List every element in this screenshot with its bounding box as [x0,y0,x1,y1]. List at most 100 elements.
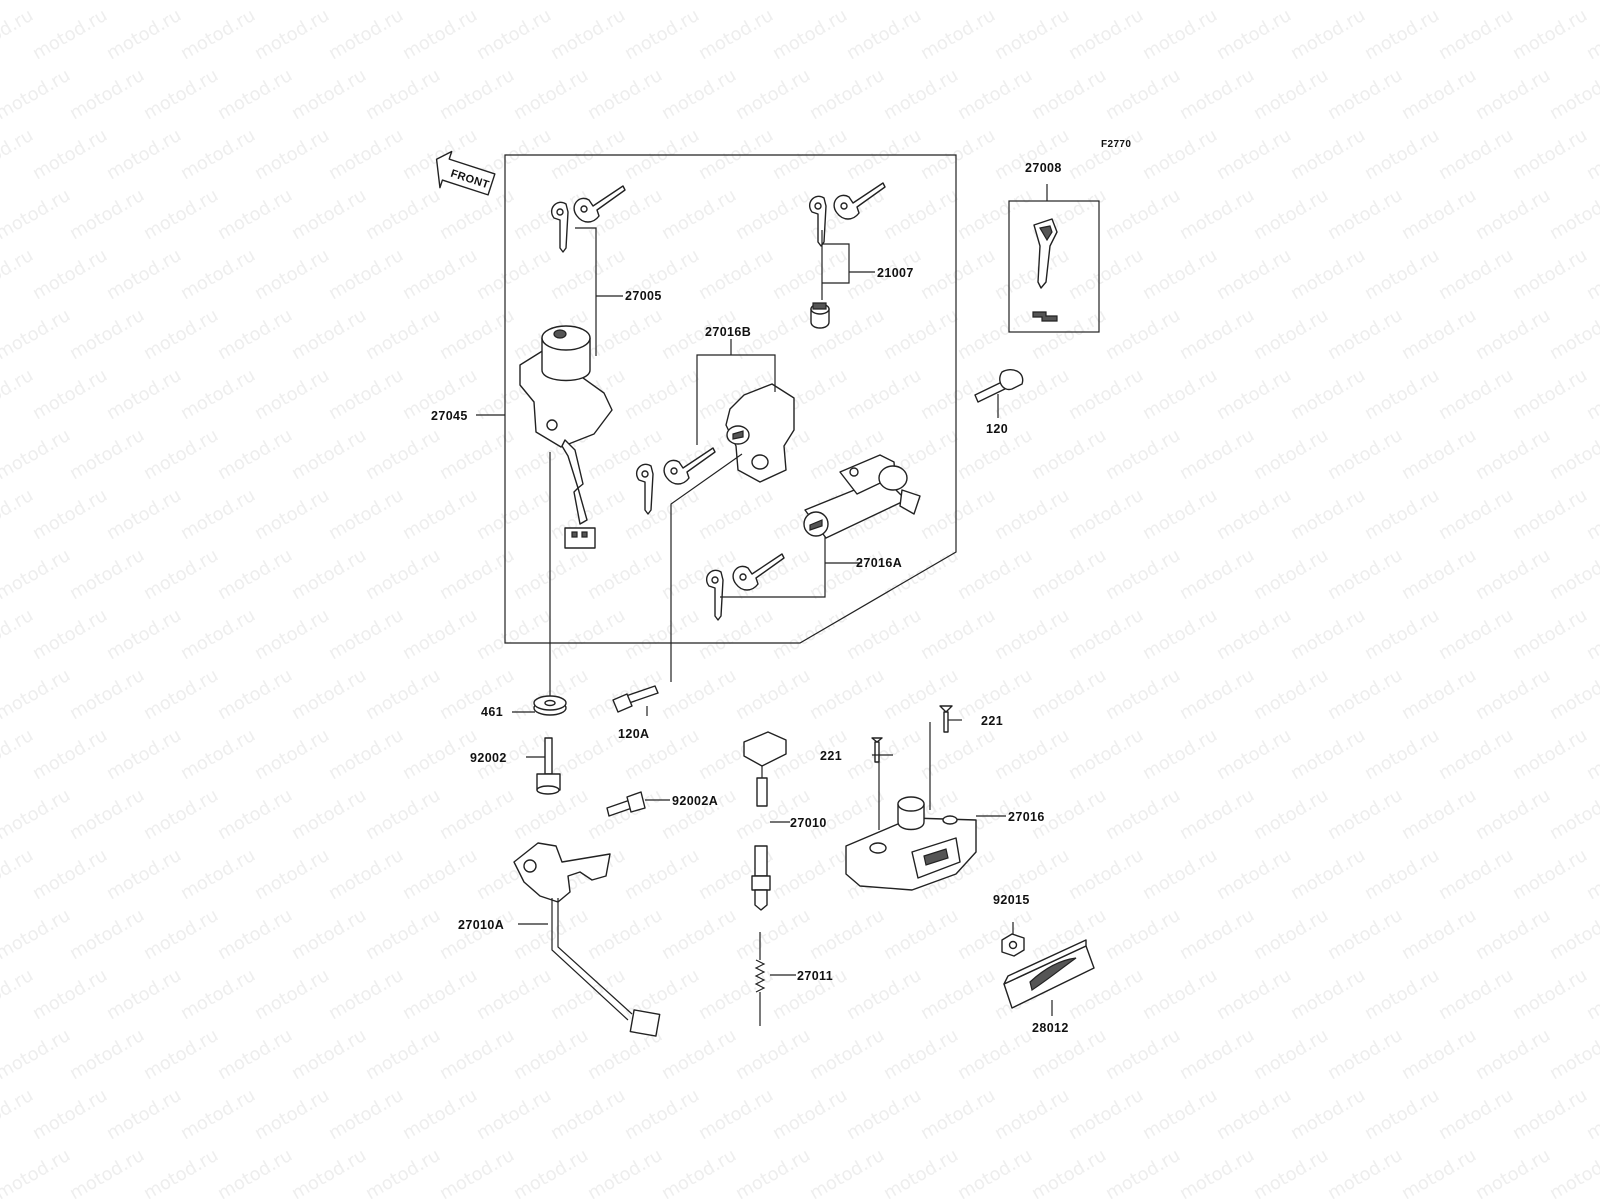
watermark-text: motod.ru [214,785,296,844]
watermark-text: motod.ru [1361,245,1443,304]
watermark-text: motod.ru [1250,1145,1332,1200]
callout-27016b: 27016B [705,325,751,339]
watermark-text: motod.ru [1287,725,1369,784]
watermark-text: motod.ru [621,5,703,64]
watermark-text: motod.ru [1546,185,1600,244]
watermark-text: motod.ru [0,1025,74,1084]
watermark-text: motod.ru [1102,1025,1184,1084]
watermark-text: motod.ru [1472,305,1554,364]
watermark-text: motod.ru [29,725,111,784]
callout-27016: 27016 [1008,810,1045,824]
watermark-text: motod.ru [103,5,185,64]
callout-221-left: 221 [820,749,842,763]
watermark-text: motod.ru [1028,425,1110,484]
watermark-text: motod.ru [325,965,407,1024]
watermark-text: motod.ru [880,905,962,964]
watermark-text: motod.ru [806,905,888,964]
watermark-text: motod.ru [658,0,740,4]
watermark-text: motod.ru [473,1085,555,1144]
watermark-text: motod.ru [325,5,407,64]
watermark-text: motod.ru [140,665,222,724]
watermark-text: motod.ru [1176,1025,1258,1084]
watermark-text: motod.ru [732,1025,814,1084]
watermark-text: motod.ru [0,485,37,544]
watermark-text: motod.ru [1435,365,1517,424]
watermark-text: motod.ru [214,1025,296,1084]
watermark-text: motod.ru [214,1145,296,1200]
watermark-text: motod.ru [880,545,962,604]
watermark-text: motod.ru [658,65,740,124]
watermark-text: motod.ru [140,545,222,604]
watermark-text: motod.ru [251,125,333,184]
watermark-text: motod.ru [769,245,851,304]
watermark-text: motod.ru [1287,965,1369,1024]
watermark-text: motod.ru [1324,545,1406,604]
watermark-text: motod.ru [1546,905,1600,964]
watermark-text: motod.ru [214,185,296,244]
watermark-text: motod.ru [658,185,740,244]
watermark-text: motod.ru [29,605,111,664]
watermark-text: motod.ru [436,545,518,604]
callout-27045: 27045 [431,409,468,423]
watermark-text: motod.ru [1287,845,1369,904]
watermark-text: motod.ru [66,665,148,724]
watermark-text: motod.ru [325,725,407,784]
watermark-text: motod.ru [362,1145,444,1200]
watermark-text: motod.ru [0,5,37,64]
watermark-text: motod.ru [880,305,962,364]
watermark-text: motod.ru [1250,65,1332,124]
watermark-text: motod.ru [29,1085,111,1144]
watermark-text: motod.ru [1472,425,1554,484]
watermark-text: motod.ru [1102,65,1184,124]
watermark-text: motod.ru [1546,65,1600,124]
master-key-illustration [1032,218,1058,322]
spring-27011 [754,932,766,1026]
watermark-text: motod.ru [436,785,518,844]
watermark-text: motod.ru [621,845,703,904]
watermark-text: motod.ru [1546,1025,1600,1084]
watermark-text: motod.ru [1250,545,1332,604]
watermark-text: motod.ru [584,1145,666,1200]
watermark-text: motod.ru [288,785,370,844]
watermark-text: motod.ru [991,5,1073,64]
watermark-text: motod.ru [436,305,518,364]
watermark-text: motod.ru [66,185,148,244]
watermark-text: motod.ru [621,605,703,664]
watermark-text: motod.ru [399,725,481,784]
watermark-text: motod.ru [1139,605,1221,664]
callout-120: 120 [986,422,1008,436]
watermark-text: motod.ru [1546,665,1600,724]
watermark-text: motod.ru [1324,1145,1406,1200]
watermark-text: motod.ru [436,0,518,4]
watermark-text: motod.ru [880,0,962,4]
watermark-text: motod.ru [177,5,259,64]
watermark-text: motod.ru [325,1085,407,1144]
watermark-text: motod.ru [1509,365,1591,424]
watermark-text: motod.ru [1250,1025,1332,1084]
watermark-text: motod.ru [1472,785,1554,844]
watermark-text: motod.ru [954,905,1036,964]
watermark-text: motod.ru [214,65,296,124]
ignition-switch [519,325,613,549]
watermark-text: motod.ru [806,1145,888,1200]
watermark-text: motod.ru [843,605,925,664]
watermark-text: motod.ru [584,785,666,844]
watermark-text: motod.ru [1213,485,1295,544]
watermark-text: motod.ru [1509,725,1591,784]
callout-27008: 27008 [1025,161,1062,175]
watermark-text: motod.ru [1324,905,1406,964]
watermark-text: motod.ru [547,1085,629,1144]
watermark-text: motod.ru [1509,965,1591,1024]
watermark-text: motod.ru [1176,545,1258,604]
watermark-text: motod.ru [1139,365,1221,424]
watermark-text: motod.ru [769,1085,851,1144]
watermark-text: motod.ru [103,125,185,184]
helmet-lock-cylinder [803,454,921,539]
watermark-text: motod.ru [1176,65,1258,124]
watermark-text: motod.ru [0,725,37,784]
watermark-text: motod.ru [695,5,777,64]
watermark-text: motod.ru [1435,965,1517,1024]
watermark-text: motod.ru [66,0,148,4]
watermark-text: motod.ru [880,1025,962,1084]
watermark-text: motod.ru [1139,725,1221,784]
